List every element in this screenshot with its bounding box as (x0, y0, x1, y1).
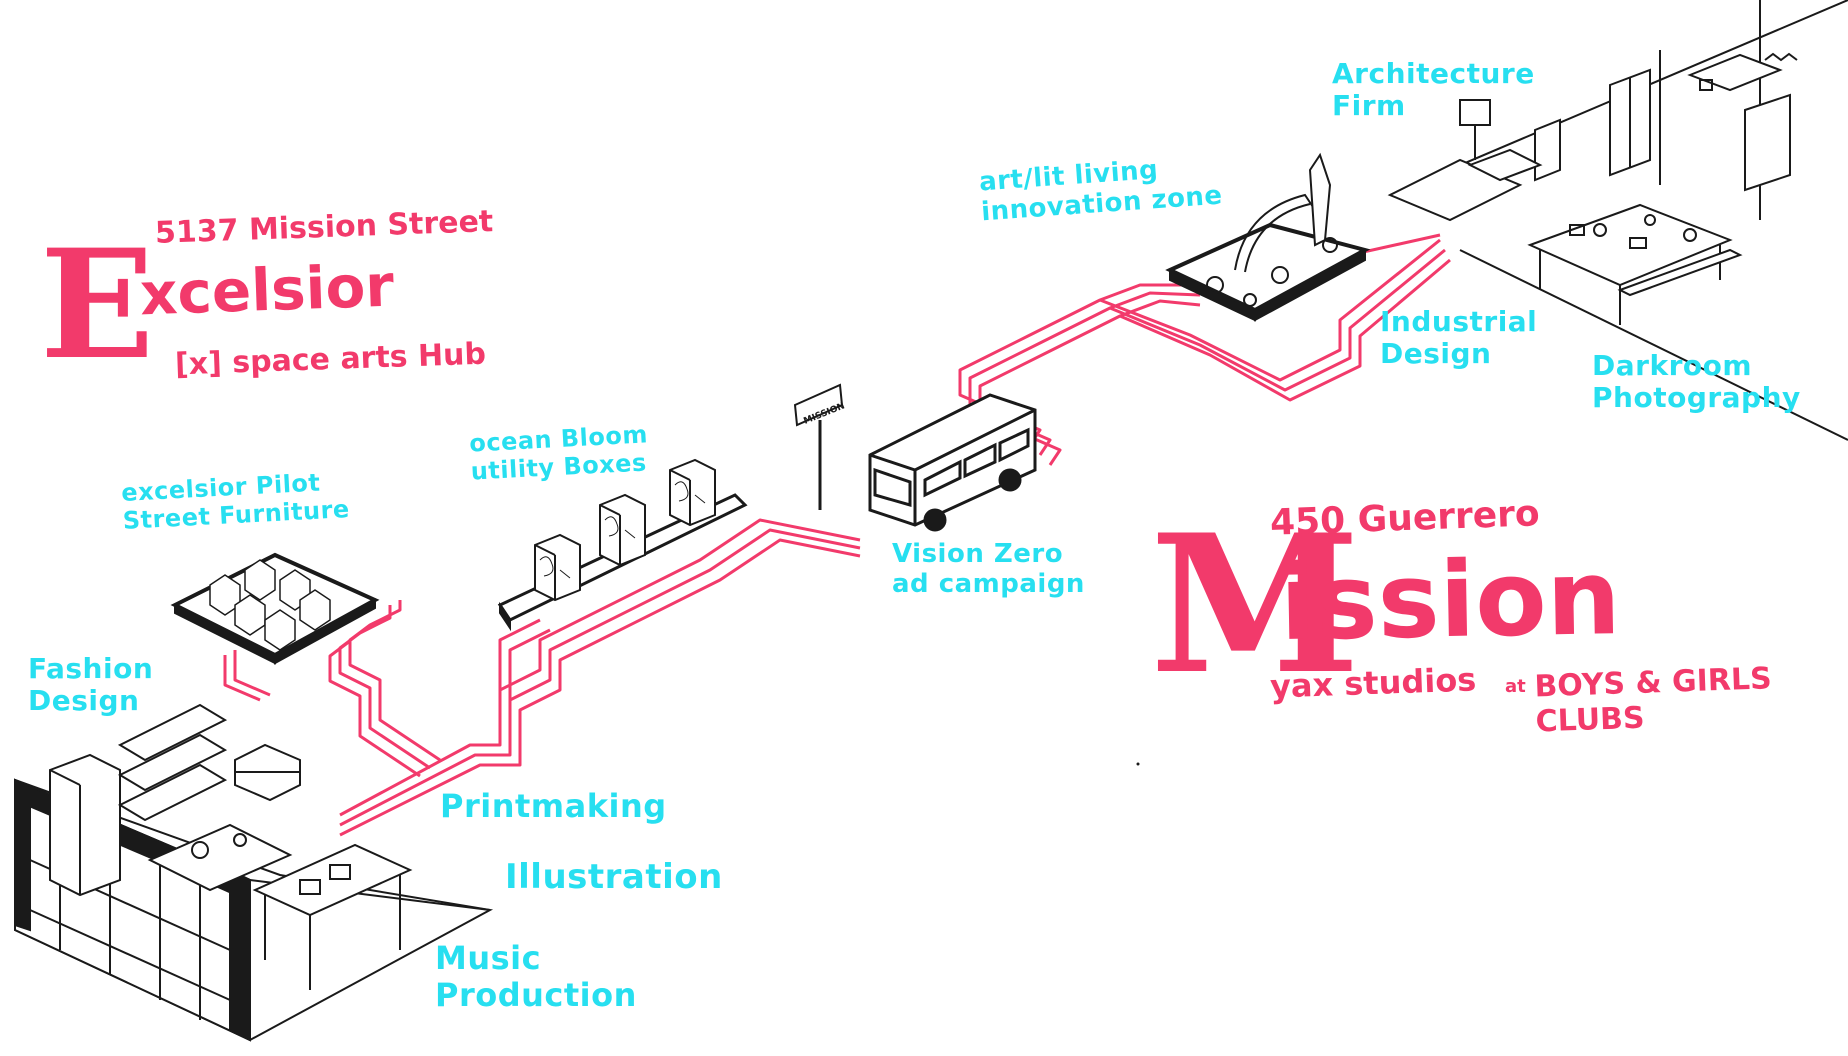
excelsior-big-letter: E (40, 217, 155, 393)
label-darkroom-photography: Darkroom Photography (1592, 349, 1801, 415)
stray-dot (1136, 762, 1140, 766)
mission-subtitle-left: yax studios (1269, 660, 1477, 706)
bus-illustration (868, 393, 1037, 532)
label-ocean-bloom-utility-boxes: ocean Bloom utility Boxes (468, 420, 649, 486)
street-furniture-platform (170, 552, 380, 665)
label-architecture-firm: Architecture Firm (1332, 57, 1535, 123)
label-illustration: Illustration (505, 857, 723, 897)
mission-studio-illustration (1387, 0, 1848, 441)
label-vision-zero-ad-campaign: Vision Zero ad campaign (892, 539, 1085, 599)
art-lit-zone-platform (1165, 152, 1371, 322)
mission-subtitle-right: BOYS & GIRLS CLUBS (1533, 661, 1773, 740)
mission-street-sign: MISSION (793, 383, 846, 510)
mission-title: ission (1278, 536, 1622, 664)
label-fashion-design: Fashion Design (28, 652, 154, 718)
mission-big-letter: M (1150, 493, 1361, 716)
mission-subtitle-at: at (1505, 676, 1526, 697)
excelsior-title: xcelsior (138, 251, 395, 329)
utility-boxes-platform (497, 458, 748, 632)
label-industrial-design: Industrial Design (1380, 305, 1538, 371)
label-music-production: Music Production (435, 939, 637, 1014)
label-printmaking: Printmaking (440, 787, 667, 825)
excelsior-studio-illustration (14, 703, 494, 1042)
